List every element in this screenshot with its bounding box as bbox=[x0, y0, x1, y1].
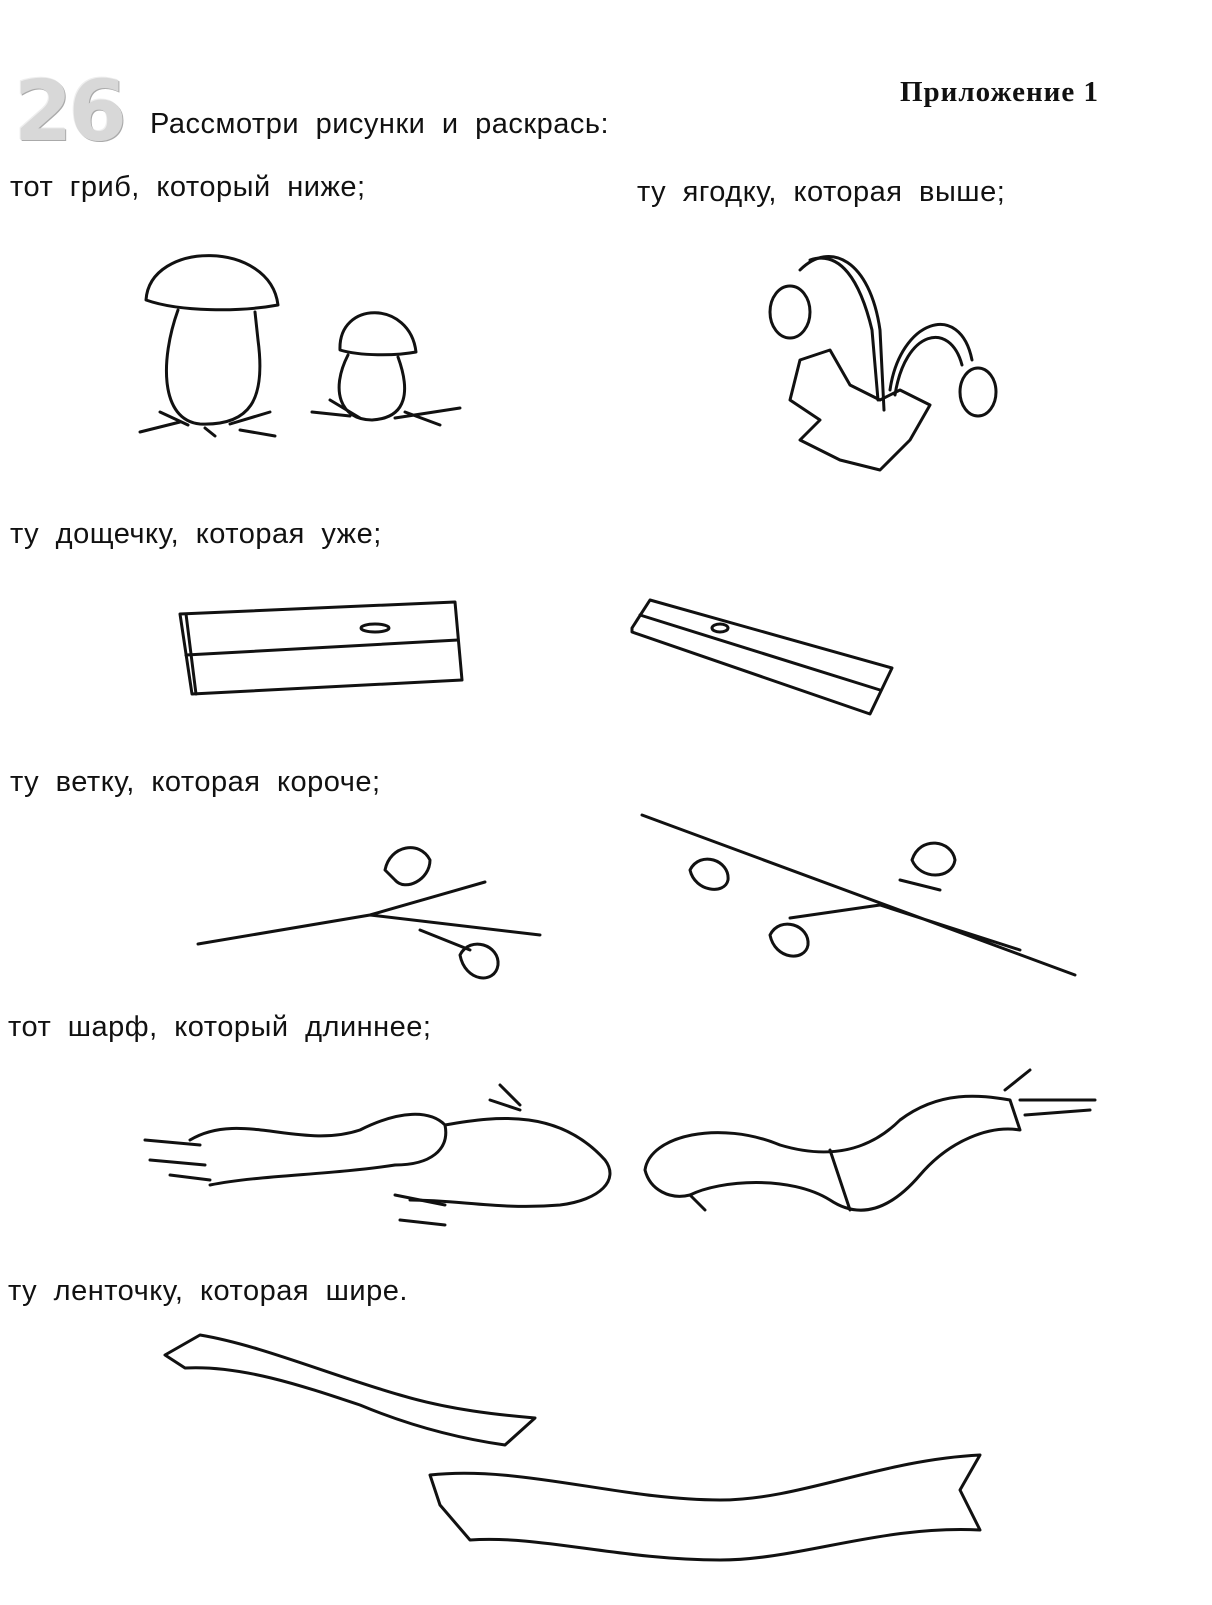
task-scarf: тот шарф, который длиннее; bbox=[8, 1011, 432, 1043]
short-scarf-drawing[interactable] bbox=[143, 1083, 612, 1227]
task-mushroom: тот гриб, который ниже; bbox=[10, 171, 366, 203]
narrow-plank-drawing[interactable] bbox=[630, 598, 894, 716]
instruction: Рассмотри рисунки и раскрась: bbox=[150, 108, 610, 140]
task-number: 26 bbox=[14, 62, 127, 160]
appendix-label: Приложение 1 bbox=[900, 76, 1099, 108]
narrow-ribbon-drawing[interactable] bbox=[163, 1333, 537, 1447]
small-mushroom-drawing[interactable] bbox=[310, 311, 462, 427]
long-scarf-drawing[interactable] bbox=[643, 1068, 1097, 1212]
wide-plank-drawing[interactable] bbox=[178, 600, 464, 696]
wide-ribbon-drawing[interactable] bbox=[428, 1453, 982, 1562]
task-branch: ту ветку, которая короче; bbox=[10, 766, 381, 798]
task-ribbon: ту ленточку, которая шире. bbox=[8, 1275, 408, 1307]
big-mushroom-drawing[interactable] bbox=[138, 254, 280, 438]
task-plank: ту дощечку, которая уже; bbox=[10, 518, 382, 550]
long-branch-drawing[interactable] bbox=[640, 813, 1077, 977]
short-branch-drawing[interactable] bbox=[196, 846, 542, 980]
strawberry-drawing[interactable] bbox=[768, 255, 998, 472]
task-berry: ту ягодку, которая выше; bbox=[637, 176, 1006, 208]
